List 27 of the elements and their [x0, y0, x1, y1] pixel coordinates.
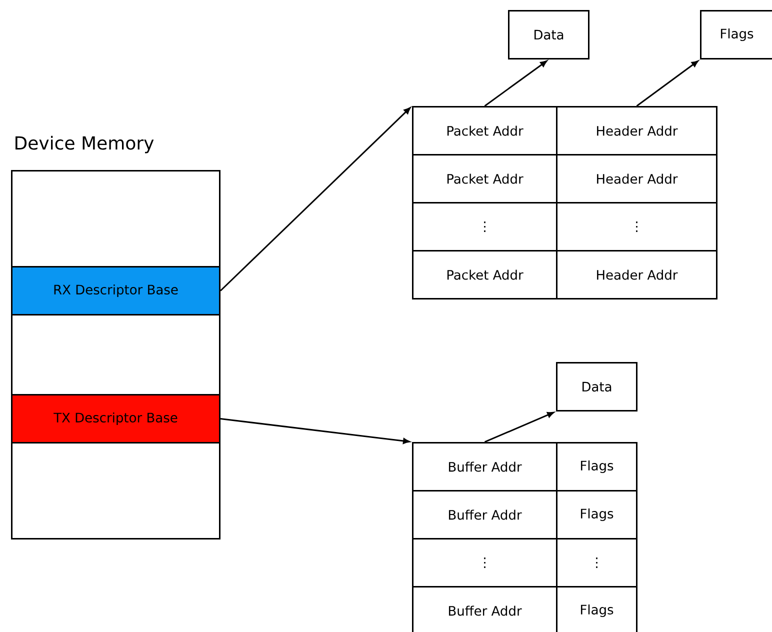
table-cell: ⋮	[412, 202, 558, 252]
table-cell: Buffer Addr	[412, 442, 558, 492]
arrow	[220, 107, 411, 292]
table-cell: ⋮	[412, 538, 558, 588]
table-cell: ⋮	[556, 202, 718, 252]
table-cell: Flags	[556, 490, 638, 540]
table-cell: Flags	[556, 586, 638, 632]
table-cell: Header Addr	[556, 250, 718, 300]
data-box: Data	[508, 10, 590, 60]
arrow	[484, 412, 554, 443]
table-cell: Buffer Addr	[412, 586, 558, 632]
table-cell: Flags	[556, 442, 638, 492]
memory-slot: RX Descriptor Base	[11, 266, 220, 316]
memory-slot: TX Descriptor Base	[11, 394, 220, 444]
table-cell: Header Addr	[556, 154, 718, 204]
arrow	[220, 418, 410, 444]
table-cell: Packet Addr	[412, 154, 558, 204]
table-cell: Header Addr	[556, 106, 718, 156]
table-cell: Packet Addr	[412, 106, 558, 156]
arrow	[636, 60, 698, 107]
table-cell: Buffer Addr	[412, 490, 558, 540]
data-box: Data	[556, 362, 638, 412]
flags-box: Flags	[700, 10, 772, 60]
table-cell: ⋮	[556, 538, 638, 588]
node-label: Device Memory	[16, 136, 154, 154]
arrow	[484, 60, 548, 107]
table-cell: Packet Addr	[412, 250, 558, 300]
